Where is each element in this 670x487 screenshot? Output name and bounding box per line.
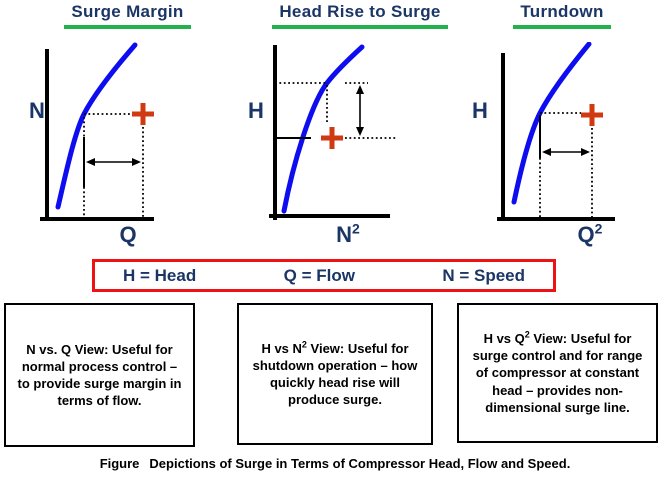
description-exponent: 2 bbox=[301, 339, 307, 350]
operating-point-marker bbox=[321, 127, 343, 149]
legend-item-speed: N = Speed bbox=[442, 265, 525, 285]
figure-caption-prefix: Figure bbox=[99, 456, 140, 471]
head-rise-chart bbox=[269, 44, 396, 220]
legend-item-head: H = Head bbox=[123, 265, 197, 285]
y-axis-label: H bbox=[248, 98, 264, 123]
panel-title-head-rise: Head Rise to Surge bbox=[250, 2, 470, 29]
description-box-n-vs-q: N vs. Q View: Useful for normal process … bbox=[4, 303, 195, 447]
y-axis-label: H bbox=[472, 98, 488, 123]
turndown-arrow bbox=[542, 148, 590, 156]
performance-curve bbox=[511, 42, 592, 205]
description-box-h-vs-n2: H vs N2 View: Useful for shutdown operat… bbox=[237, 303, 433, 445]
head-rise-arrow bbox=[356, 85, 364, 136]
operating-point-marker bbox=[132, 103, 154, 125]
panel-title-text: Surge Margin bbox=[64, 2, 191, 29]
turndown-chart bbox=[497, 42, 615, 221]
x-axis-label: Q bbox=[114, 223, 142, 247]
description-box-h-vs-q2: H vs Q2 View: Useful for surge control a… bbox=[457, 303, 658, 443]
panel-title-text: Turndown bbox=[513, 2, 611, 29]
description-post: View: Useful for shutdown operation – ho… bbox=[252, 340, 418, 408]
operating-point-marker bbox=[581, 104, 603, 126]
description-text: H vs Q2 View: Useful for surge control a… bbox=[467, 330, 648, 416]
x-axis-label-exponent: 2 bbox=[594, 220, 603, 237]
performance-curve bbox=[281, 44, 365, 214]
legend-box: H = Head Q = Flow N = Speed bbox=[92, 259, 556, 292]
description-pre: H vs N bbox=[261, 340, 302, 356]
figure-caption: Figure Depictions of Surge in Terms of Co… bbox=[0, 456, 670, 471]
panel-title-surge-margin: Surge Margin bbox=[30, 2, 225, 29]
description-pre: H vs Q bbox=[483, 331, 525, 347]
description-text: H vs N2 View: Useful for shutdown operat… bbox=[247, 340, 423, 409]
surge-margin-chart bbox=[40, 42, 154, 221]
panel-title-turndown: Turndown bbox=[492, 2, 632, 29]
surge-margin-arrow bbox=[86, 158, 141, 166]
figure-caption-text: Depictions of Surge in Terms of Compress… bbox=[149, 456, 571, 471]
description-post: View: Useful for surge control and for r… bbox=[472, 331, 643, 415]
x-axis-label: Q2 bbox=[570, 220, 610, 247]
x-axis-label-exponent: 2 bbox=[352, 220, 360, 237]
panel-title-text: Head Rise to Surge bbox=[272, 2, 448, 29]
legend-item-flow: Q = Flow bbox=[283, 265, 355, 285]
description-pre: N vs. Q View: Useful for normal process … bbox=[17, 341, 182, 409]
y-axis-label: N bbox=[29, 98, 45, 123]
x-axis-label-base: Q bbox=[119, 222, 137, 247]
description-text: N vs. Q View: Useful for normal process … bbox=[14, 341, 185, 410]
x-axis-label-base: N bbox=[336, 222, 353, 247]
performance-curve bbox=[55, 42, 138, 210]
description-exponent: 2 bbox=[524, 329, 530, 340]
x-axis-label-base: Q bbox=[577, 222, 595, 247]
x-axis-label: N2 bbox=[328, 220, 368, 247]
